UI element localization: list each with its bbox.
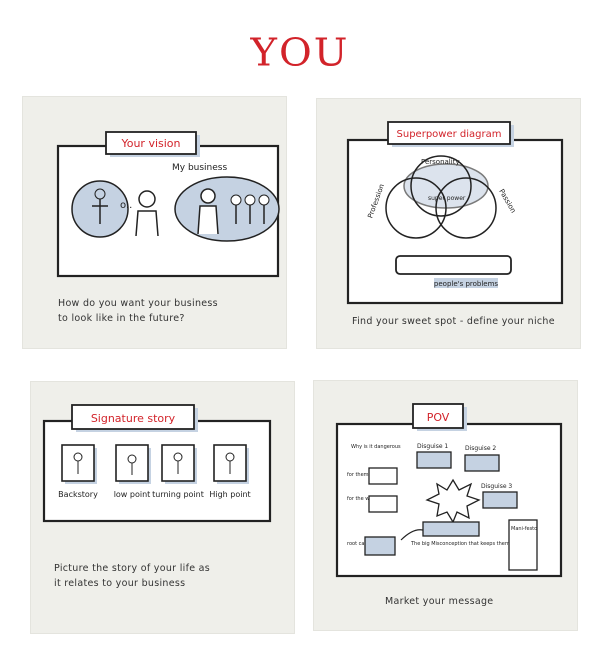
forthem-label: for them: [347, 472, 369, 478]
svg-text:o..: o..: [120, 200, 132, 211]
manifesto-label: Mani-festo: [511, 526, 537, 532]
page-title: YOU: [250, 31, 350, 75]
pov-illustration: POV Disguise 1 Disguise 2 Disguise 3 Why…: [335, 403, 563, 578]
panel-high-point: High point: [209, 490, 250, 499]
pov-heading: POV: [427, 411, 450, 424]
vision-caption: How do you want your business to look li…: [58, 298, 218, 324]
disguise2-label: Disguise 2: [465, 445, 496, 452]
vision-heading: Your vision: [120, 137, 180, 150]
disguise1-label: Disguise 1: [417, 443, 448, 450]
panel-turning-point: turning point: [152, 490, 204, 499]
rootcause-label: root cause: [347, 541, 373, 547]
why-label: Why is it dangerous: [351, 444, 401, 450]
fortheworld-label: for the world: [347, 496, 379, 502]
pov-caption: Market your message: [385, 596, 494, 607]
story-heading: Signature story: [91, 412, 176, 425]
business-label: My business: [172, 163, 227, 173]
story-illustration: Signature story Backstory low point turn…: [42, 404, 272, 523]
superpower-illustration: Superpower diagram Personality Professio…: [346, 121, 564, 305]
problems-label: people's problems: [434, 280, 498, 288]
panel-backstory: Backstory: [58, 490, 98, 499]
personality-label: Personality: [421, 158, 460, 166]
vision-illustration: Your vision o.. My business: [56, 131, 280, 278]
superpower-card: Superpower diagram Personality Professio…: [316, 98, 581, 349]
superpower-caption: Find your sweet spot - define your niche: [352, 316, 555, 327]
signature-story-card: Signature story Backstory low point turn…: [30, 381, 295, 634]
story-caption: Picture the story of your life as it rel…: [54, 563, 211, 589]
superpower-heading: Superpower diagram: [397, 129, 502, 140]
panel-low-point: low point: [114, 490, 151, 499]
misconception-label: The big Misconception that keeps them ST…: [410, 541, 529, 547]
pov-card: POV Disguise 1 Disguise 2 Disguise 3 Why…: [313, 380, 578, 631]
vision-card: Your vision o.. My business How do you w…: [22, 96, 287, 349]
superpower-label: super power: [428, 195, 466, 202]
disguise3-label: Disguise 3: [481, 483, 512, 490]
